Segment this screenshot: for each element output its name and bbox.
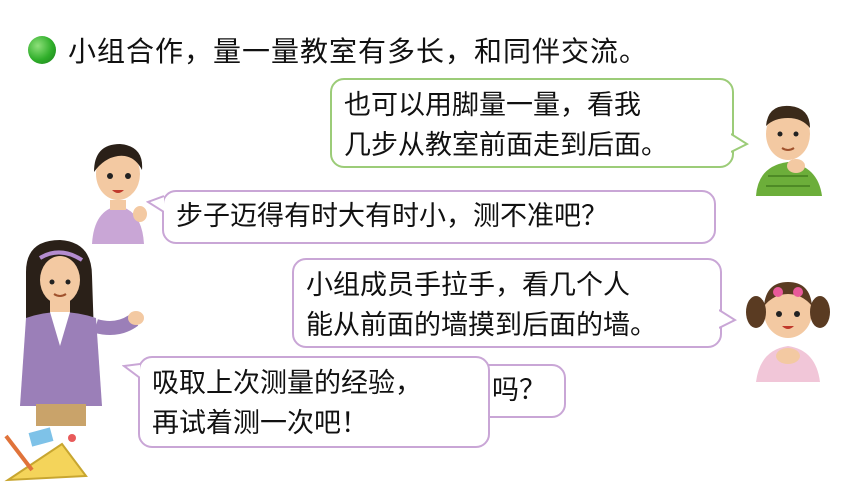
bubble-line: 能从前面的墙摸到后面的墙。 — [306, 310, 657, 341]
speech-bubble-girl-right: 小组成员手拉手，看几个人 能从前面的墙摸到后面的墙。 — [292, 258, 722, 348]
speech-bubble-teacher: 吸取上次测量的经验， 再试着测一次吧！ — [138, 356, 490, 448]
green-bullet-icon — [28, 36, 56, 64]
bubble-line: 再试着测一次吧！ — [152, 408, 368, 439]
stationery-icon — [4, 427, 88, 482]
bubble-line: 吸取上次测量的经验， — [152, 368, 422, 399]
teacher-illustration — [20, 240, 144, 426]
bubble-tail — [731, 133, 749, 153]
girl-right-illustration — [746, 282, 830, 382]
bubble-tail — [122, 363, 140, 379]
bubble-line: 吗？ — [492, 375, 546, 406]
bubble-line: 也可以用脚量一量，看我 — [344, 90, 641, 121]
bubble-tail — [146, 195, 164, 213]
boy-left-illustration — [92, 144, 147, 244]
bubble-line: 步子迈得有时大有时小，测不准吧？ — [176, 201, 608, 232]
bubble-tail — [719, 309, 737, 329]
title-row: 小组合作，量一量教室有多长，和同伴交流。 — [28, 30, 648, 70]
bubble-line: 几步从教室前面走到后面。 — [344, 130, 668, 161]
boy-right-illustration — [756, 105, 822, 196]
page-title: 小组合作，量一量教室有多长，和同伴交流。 — [68, 35, 649, 68]
speech-bubble-boy-left: 步子迈得有时大有时小，测不准吧？ — [162, 190, 716, 244]
bubble-line: 小组成员手拉手，看几个人 — [306, 270, 630, 301]
speech-bubble-boy-right: 也可以用脚量一量，看我 几步从教室前面走到后面。 — [330, 78, 734, 168]
